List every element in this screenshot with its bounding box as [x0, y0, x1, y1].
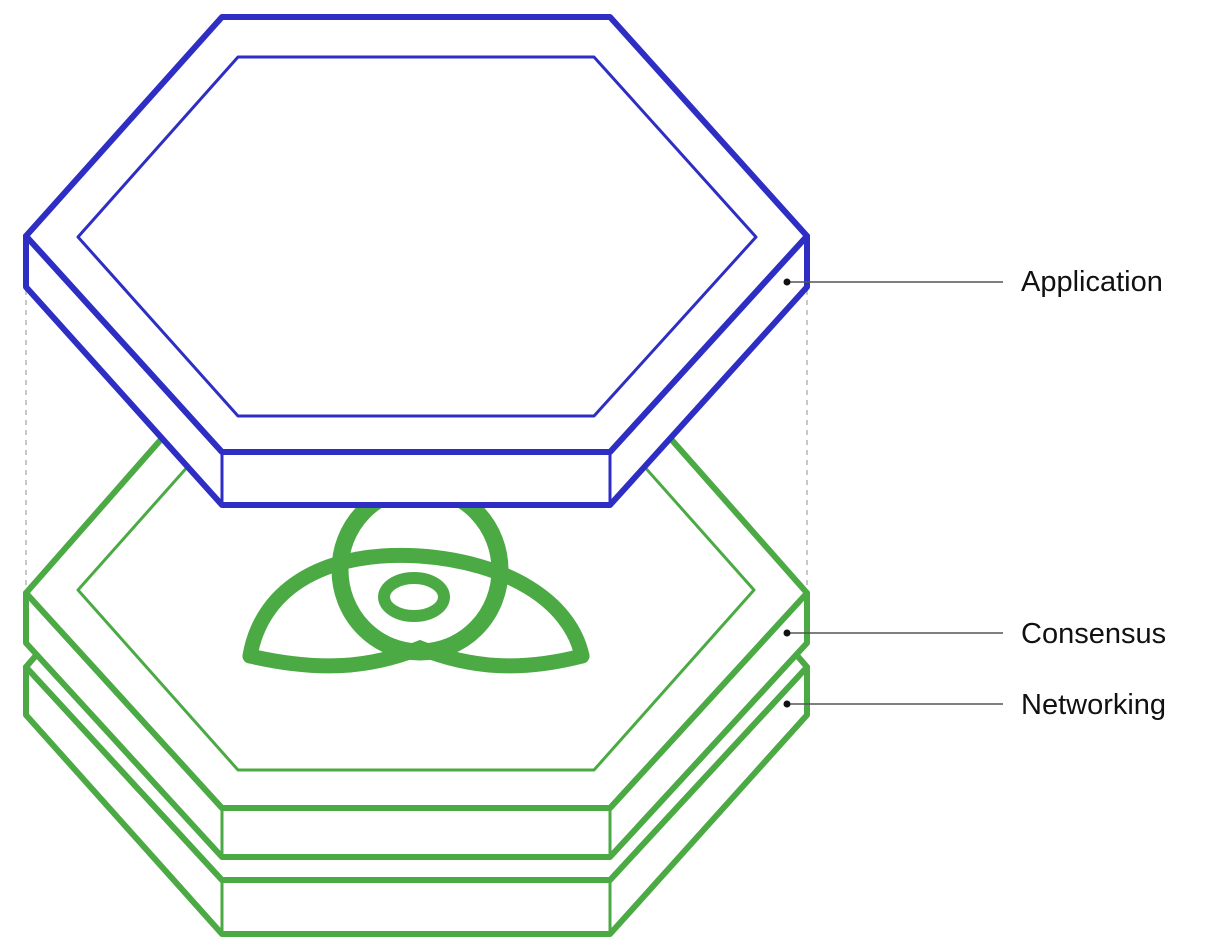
- leader-dot: [783, 629, 791, 637]
- label-consensus: Consensus: [1021, 618, 1166, 650]
- guide-lines: [25, 290, 808, 590]
- consensus-bevel: [609, 592, 808, 809]
- application-bevel: [25, 235, 223, 453]
- callout-networking: Networking: [783, 689, 1166, 721]
- callout-consensus: Consensus: [783, 618, 1166, 650]
- application-inner-rim: [76, 55, 758, 418]
- label-networking: Networking: [1021, 689, 1166, 721]
- consensus-bevel: [25, 592, 223, 809]
- leader-dot: [783, 700, 791, 708]
- application-bevel: [609, 235, 808, 453]
- label-application: Application: [1021, 266, 1163, 298]
- callout-application: Application: [783, 266, 1163, 298]
- leader-dot: [783, 278, 791, 286]
- application-layer: [23, 14, 810, 508]
